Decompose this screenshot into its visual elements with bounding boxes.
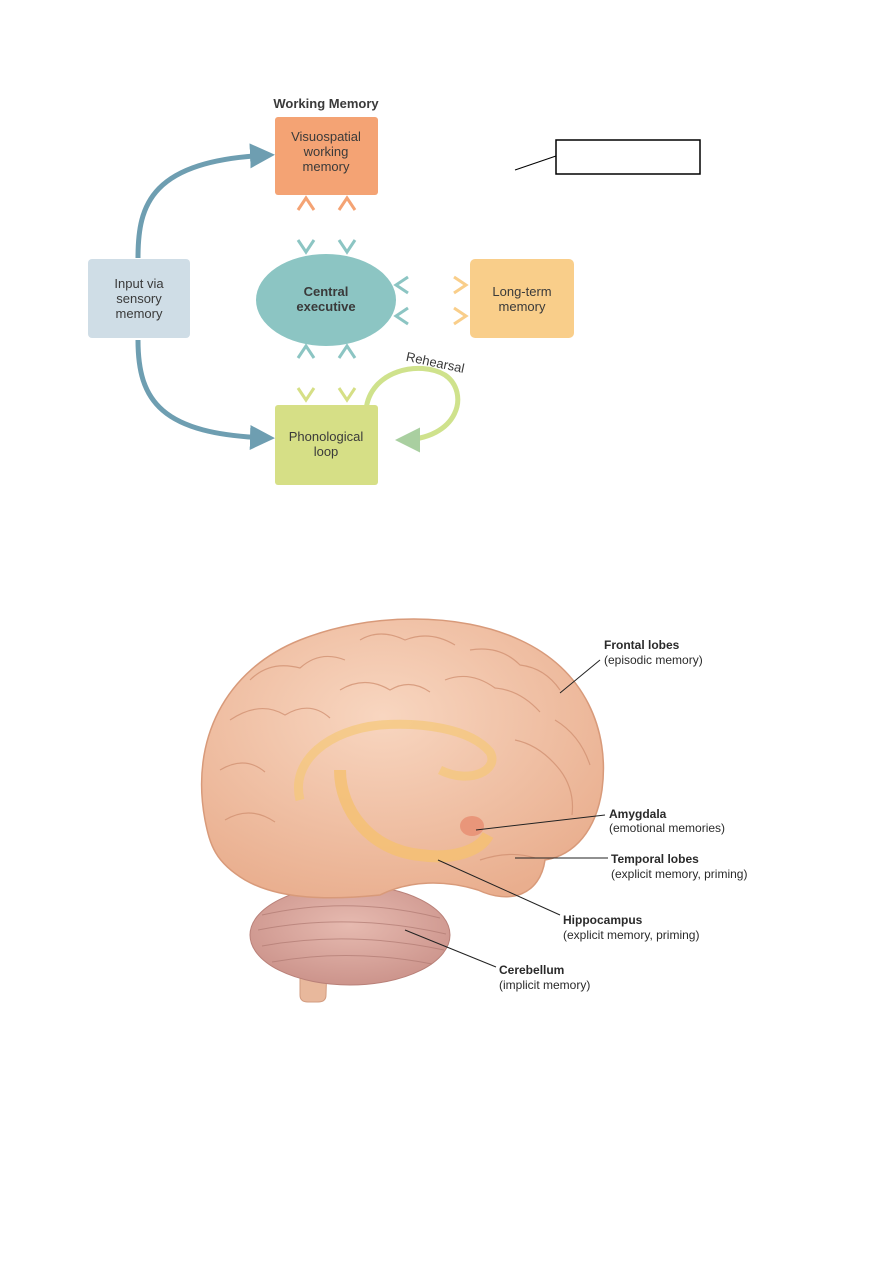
svg-text:(emotional memories): (emotional memories) — [609, 821, 725, 835]
svg-text:Visuospatial: Visuospatial — [291, 129, 361, 144]
label-temporal-lobes: Temporal lobes (explicit memory, priming… — [611, 852, 747, 881]
svg-text:Temporal lobes: Temporal lobes — [611, 852, 699, 866]
svg-text:memory: memory — [499, 299, 546, 314]
svg-text:Amygdala: Amygdala — [609, 807, 667, 821]
rehearsal-loop-arrow — [363, 365, 461, 453]
visuospatial-central-arrows — [296, 195, 357, 255]
empty-callout-box — [555, 139, 701, 175]
svg-text:Frontal lobes: Frontal lobes — [604, 638, 680, 652]
input-to-phonological-arrow — [135, 339, 275, 450]
svg-text:executive: executive — [296, 299, 355, 314]
working-memory-diagram: Working Memory — [88, 96, 701, 485]
svg-text:Input via: Input via — [114, 276, 164, 291]
brain-diagram: Frontal lobes (episodic memory) Amygdala… — [200, 618, 747, 1003]
long-term-node: Long-term memory — [470, 259, 574, 338]
central-phonological-arrows — [296, 343, 357, 403]
svg-text:Hippocampus: Hippocampus — [563, 913, 643, 927]
cerebellum-shape — [249, 884, 451, 986]
svg-text:loop: loop — [314, 444, 339, 459]
label-hippocampus: Hippocampus (explicit memory, priming) — [563, 913, 699, 942]
svg-text:memory: memory — [116, 306, 163, 321]
svg-text:Cerebellum: Cerebellum — [499, 963, 564, 977]
svg-text:(explicit memory, priming): (explicit memory, priming) — [563, 928, 699, 942]
svg-text:(implicit memory): (implicit memory) — [499, 978, 590, 992]
svg-text:Long-term: Long-term — [492, 284, 551, 299]
leader-lines — [404, 659, 608, 968]
working-memory-title: Working Memory — [273, 96, 379, 111]
svg-text:Central: Central — [304, 284, 349, 299]
svg-text:(episodic memory): (episodic memory) — [604, 653, 703, 667]
cerebellum-folds — [257, 905, 447, 965]
central-executive-node: Central executive — [256, 254, 396, 346]
callout-leader — [514, 155, 557, 171]
label-frontal-lobes: Frontal lobes (episodic memory) — [604, 638, 703, 667]
central-longterm-arrows — [393, 275, 469, 326]
phonological-node: Phonological loop — [275, 405, 378, 485]
input-node: Input via sensory memory — [88, 259, 190, 338]
svg-text:memory: memory — [303, 159, 350, 174]
fornix-ring — [294, 719, 497, 802]
cerebrum-gyri — [219, 633, 591, 861]
hippocampus-shape — [334, 769, 494, 863]
label-amygdala: Amygdala (emotional memories) — [609, 807, 725, 835]
visuospatial-node: Visuospatial working memory — [275, 117, 378, 195]
svg-text:working: working — [303, 144, 349, 159]
svg-text:(explicit memory, priming): (explicit memory, priming) — [611, 867, 747, 881]
input-to-visuospatial-arrow — [135, 143, 275, 259]
amygdala-shape — [460, 816, 484, 836]
svg-text:sensory: sensory — [116, 291, 162, 306]
label-cerebellum: Cerebellum (implicit memory) — [499, 963, 590, 992]
svg-text:Phonological: Phonological — [289, 429, 364, 444]
